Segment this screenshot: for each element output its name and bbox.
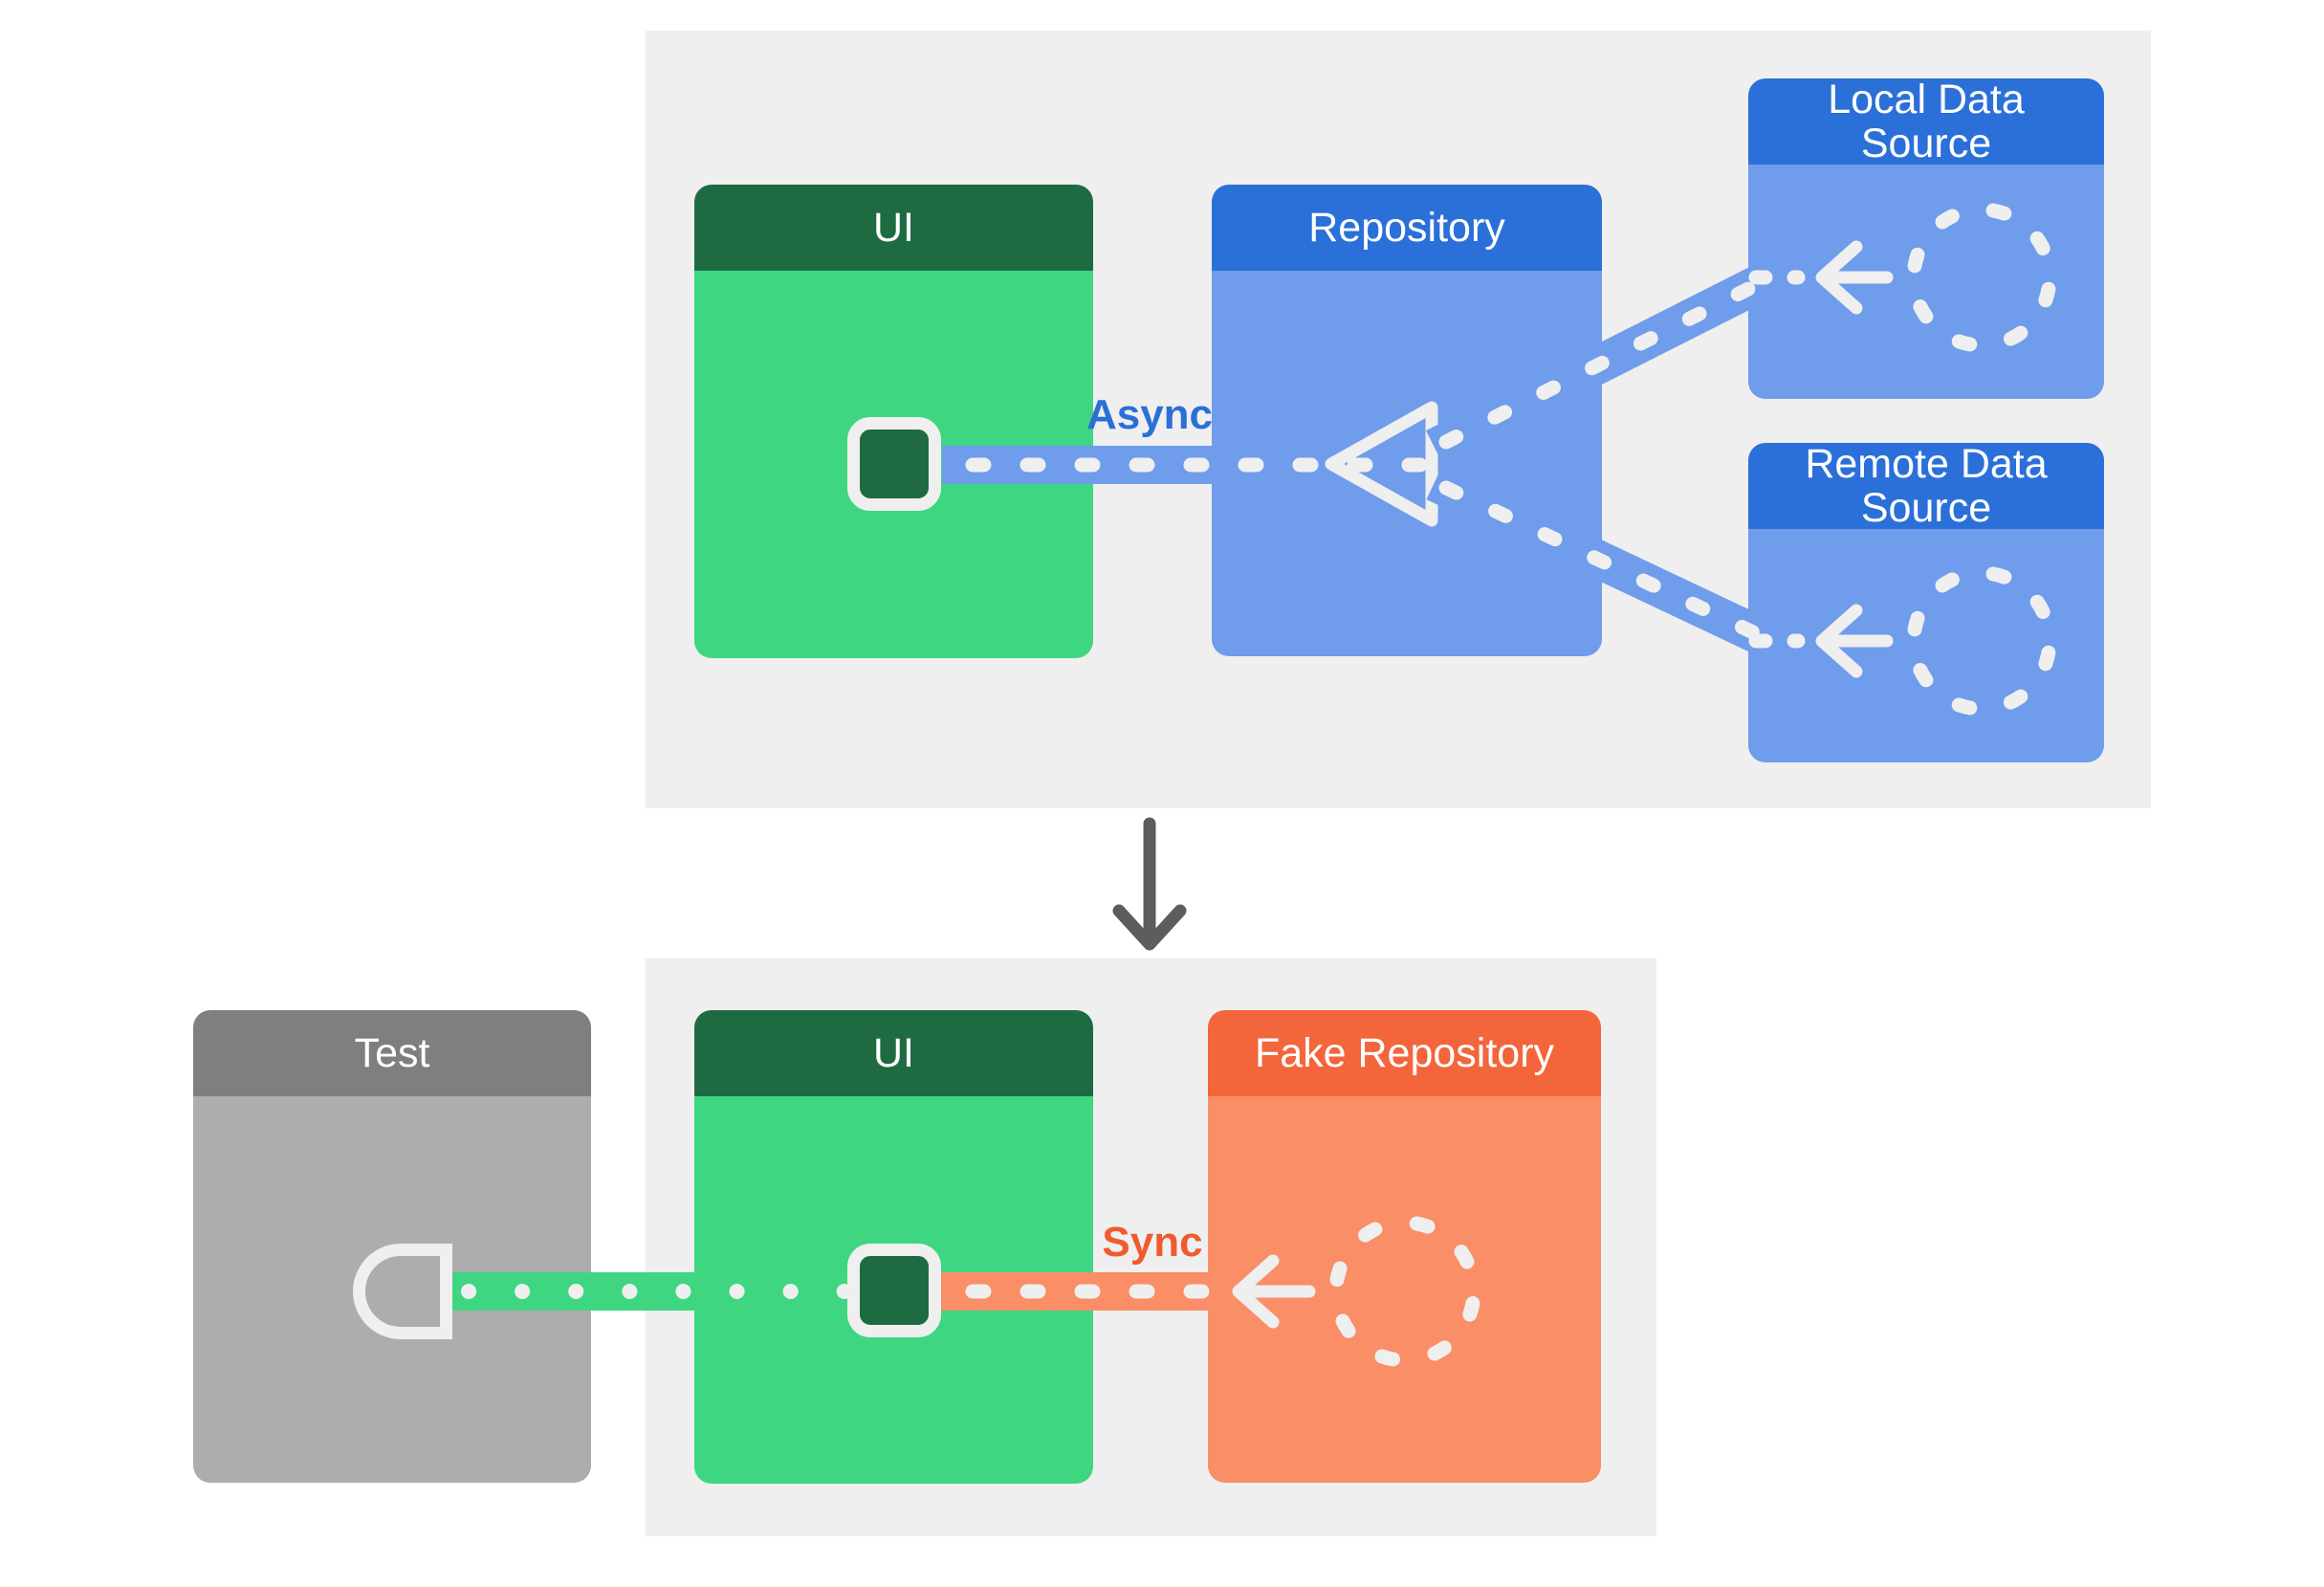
repository-box-title: Repository [1308,205,1505,251]
test-socket-icon [353,1244,452,1339]
ui-box-bottom-title: UI [873,1030,914,1076]
remote-data-source-body [1748,529,2104,762]
fake-repository-body [1208,1096,1601,1483]
local-data-source-title: Local Data Source [1828,78,2025,166]
ui-element-node-top [847,417,941,511]
repository-box: Repository [1212,185,1602,656]
remote-data-source-title: Remote Data Source [1805,443,2048,531]
repository-box-header: Repository [1212,185,1602,271]
repository-box-body [1212,271,1602,656]
local-data-source-header: Local Data Source [1748,78,2104,165]
fake-repository-box: Fake Repository [1208,1010,1601,1483]
sync-label: Sync [1102,1219,1203,1266]
remote-data-source-box: Remote Data Source [1748,443,2104,762]
fake-repository-title: Fake Repository [1254,1030,1555,1076]
local-data-source-body [1748,165,2104,399]
local-data-source-box: Local Data Source [1748,78,2104,399]
test-box-title: Test [354,1030,430,1076]
ui-element-node-bottom [847,1244,941,1337]
remote-data-source-header: Remote Data Source [1748,443,2104,531]
async-label: Async [1085,391,1214,438]
down-arrow-icon [1112,817,1187,951]
test-box-header: Test [193,1010,591,1096]
ui-box-top-title: UI [873,205,914,251]
fake-repository-header: Fake Repository [1208,1010,1601,1096]
ui-box-bottom-header: UI [694,1010,1093,1096]
ui-box-top-header: UI [694,185,1093,271]
